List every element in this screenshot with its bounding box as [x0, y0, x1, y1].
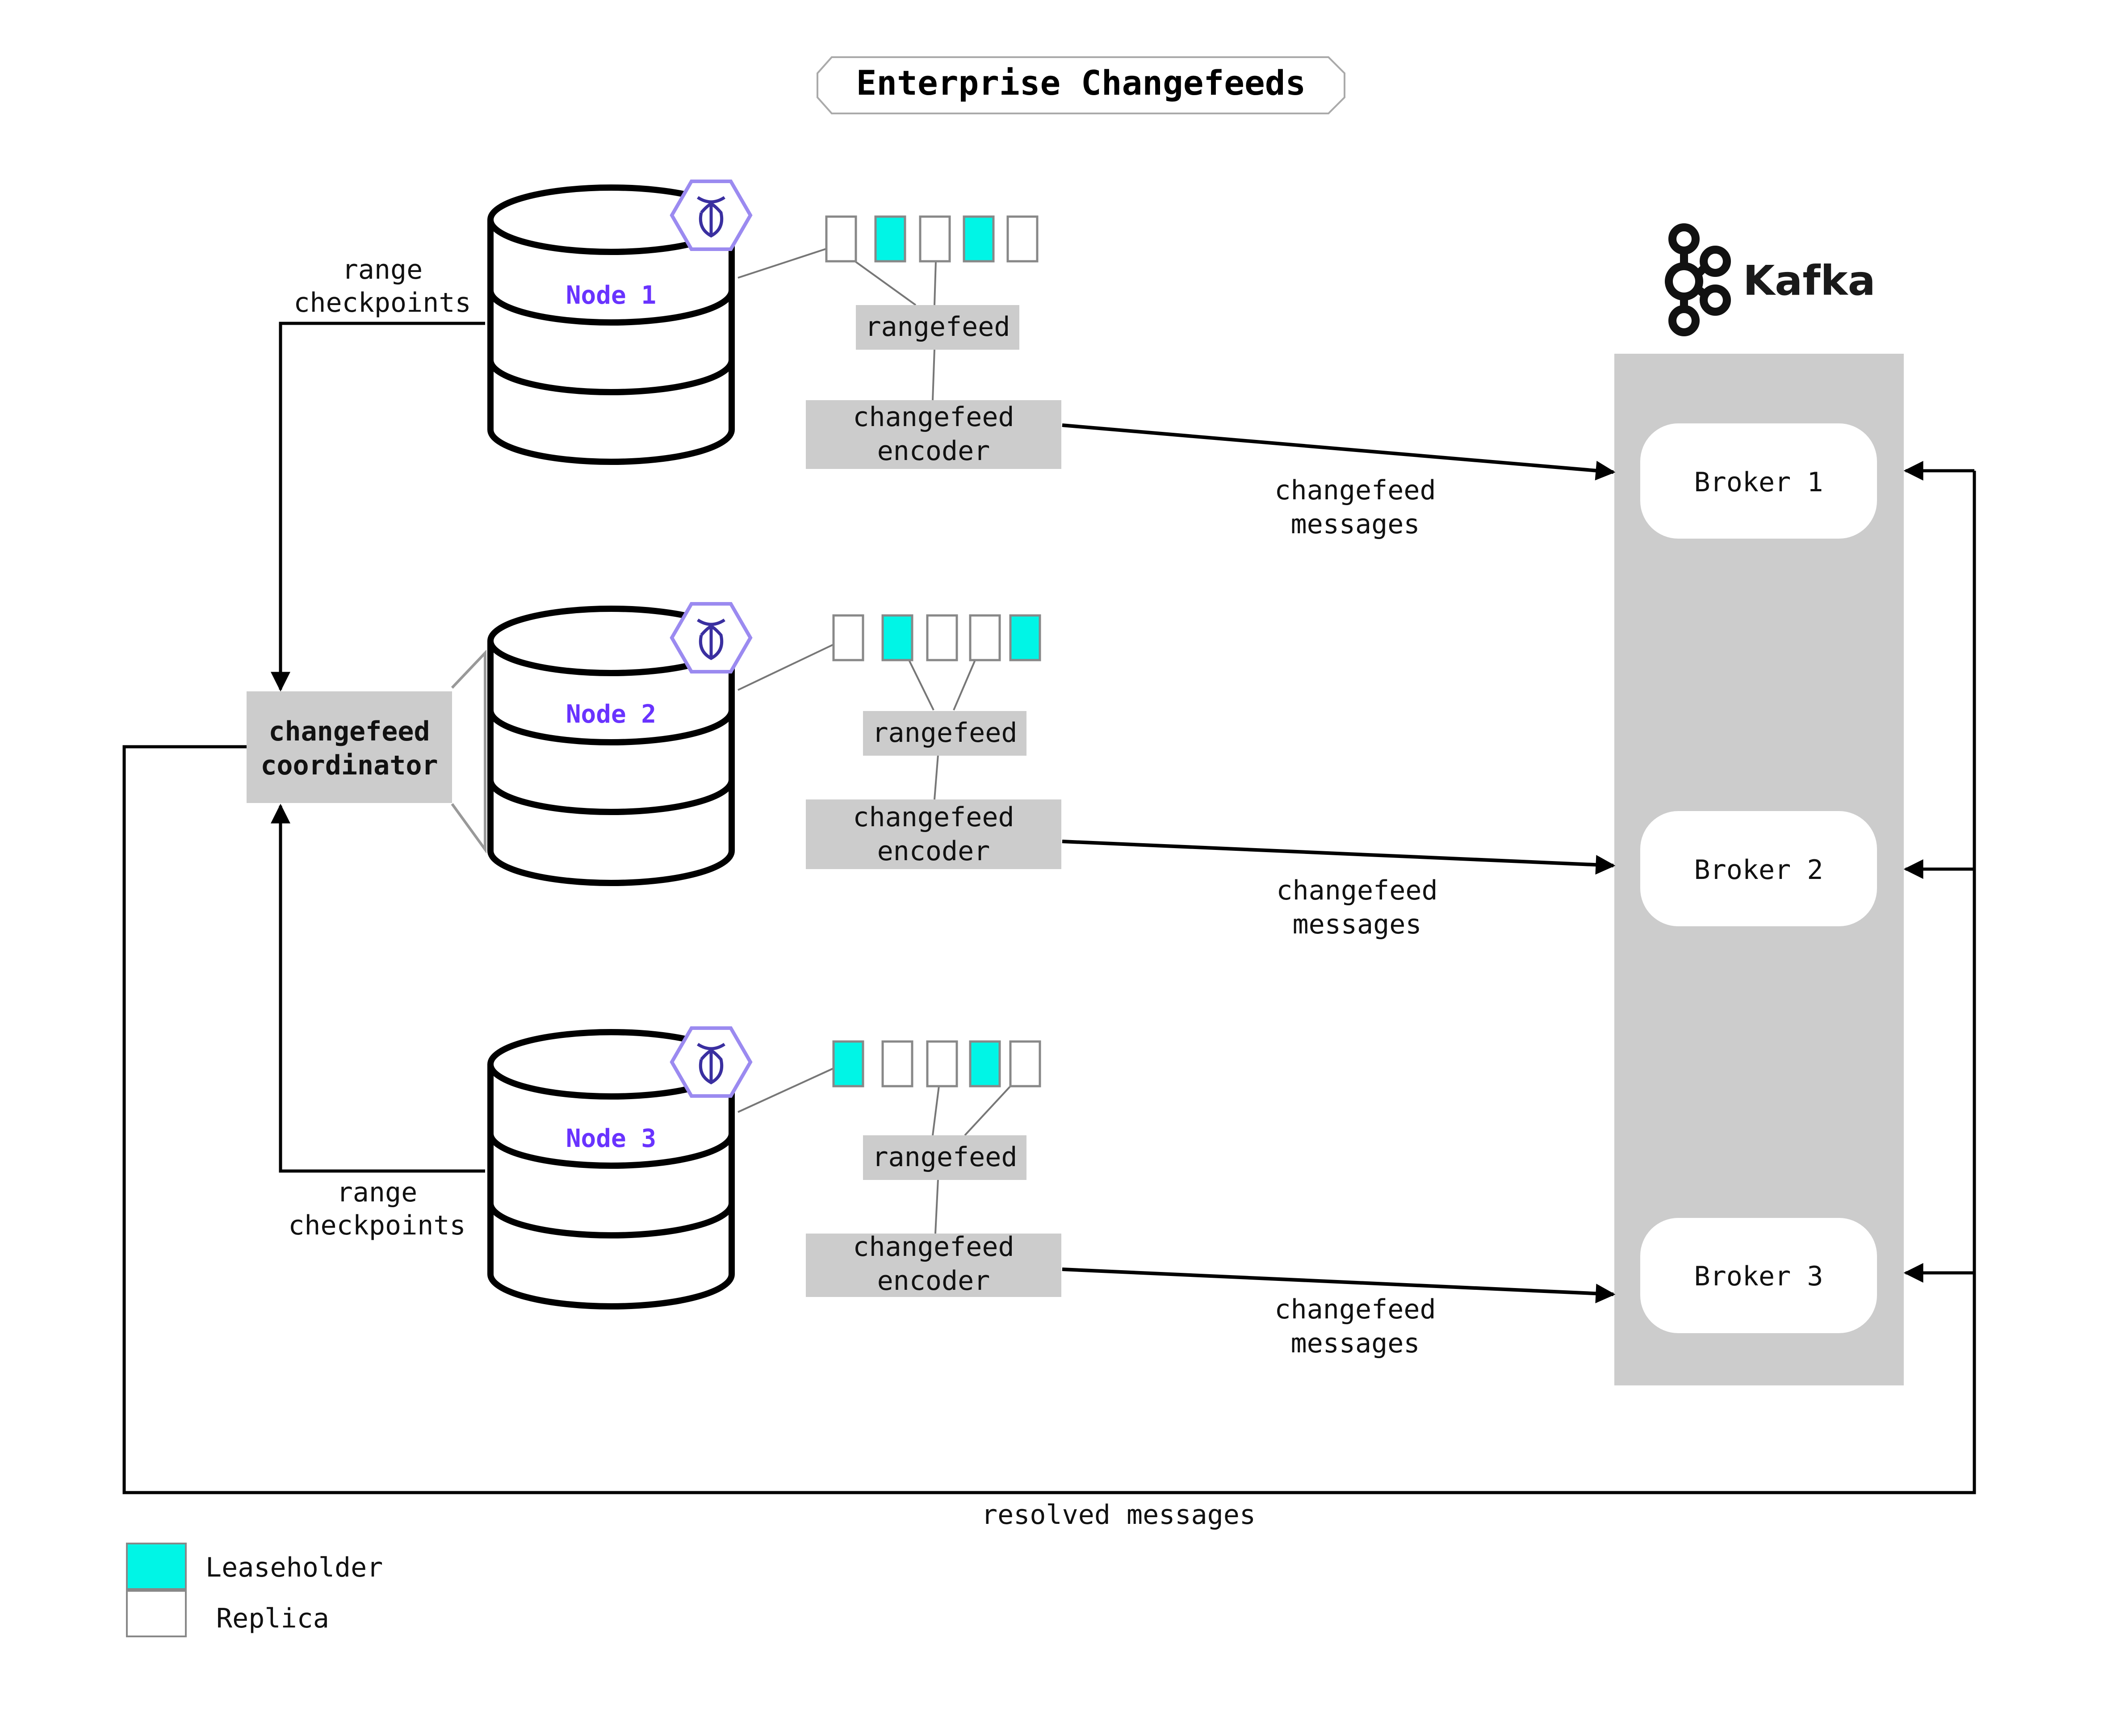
- legend-leaseholder-swatch: [126, 1543, 187, 1590]
- encoder-label-line2: encoder: [877, 836, 990, 867]
- broker-1[interactable]: Broker 1: [1640, 423, 1877, 539]
- broker-label: Broker 3: [1694, 1261, 1823, 1292]
- legend-leaseholder-label: Leaseholder: [205, 1552, 383, 1583]
- broker-2[interactable]: Broker 2: [1640, 811, 1877, 926]
- resolved-messages-loop: [122, 461, 1976, 1494]
- replica-range: [881, 1040, 913, 1088]
- node-2-database: Node 2: [487, 606, 735, 886]
- legend-replica-label: Replica: [216, 1603, 329, 1634]
- coordinator-trapezoid: [451, 649, 486, 854]
- legend: Leaseholder Replica: [126, 1543, 383, 1637]
- replica-range: [825, 215, 857, 263]
- rangefeed-label: rangefeed: [872, 1142, 1017, 1173]
- node-3-label: Node 3: [566, 1124, 656, 1153]
- node-3-database: Node 3: [487, 1029, 735, 1309]
- node-2-ranges: [832, 614, 1041, 661]
- checkpoints-top-line1: range: [342, 254, 423, 285]
- rangefeed-label: rangefeed: [872, 717, 1017, 749]
- encoder-label-line2: encoder: [877, 1265, 990, 1297]
- rangefeed-box: rangefeed: [856, 305, 1019, 350]
- messages-label-line1: changefeed: [1274, 1294, 1436, 1325]
- cockroach-hexagon-icon: [670, 602, 753, 673]
- messages-label-line1: changefeed: [1276, 875, 1437, 906]
- leaseholder-range: [1009, 614, 1041, 661]
- messages-label-line2: messages: [1291, 509, 1420, 540]
- resolved-messages-label: resolved messages: [981, 1499, 1256, 1531]
- replica-range: [832, 614, 864, 661]
- encoder-label-line2: encoder: [877, 435, 990, 467]
- node-3-ranges: [832, 1040, 1041, 1088]
- messages-label-line1: changefeed: [1274, 475, 1436, 506]
- changefeed-encoder-box: changefeed encoder: [806, 1231, 1061, 1297]
- node-1-label: Node 1: [566, 281, 656, 310]
- broker-label: Broker 1: [1694, 467, 1823, 498]
- message-arrows: [1062, 423, 1616, 1304]
- replica-range: [969, 614, 1001, 661]
- encoder-label-line1: changefeed: [853, 402, 1014, 433]
- replica-range: [919, 215, 951, 263]
- node-1-ranges: [825, 215, 1039, 263]
- checkpoint-arrows: [271, 322, 485, 1173]
- legend-replica-swatch: [126, 1590, 187, 1637]
- replica-range: [1009, 1040, 1041, 1088]
- messages-label-line2: messages: [1293, 909, 1422, 940]
- leaseholder-range: [881, 614, 913, 661]
- node-1-database: Node 1: [487, 184, 735, 465]
- coordinator-label-line2: coordinator: [260, 750, 438, 781]
- checkpoints-top-line2: checkpoints: [293, 287, 471, 318]
- node-2-label: Node 2: [566, 700, 656, 729]
- checkpoints-bottom-line1: range: [337, 1177, 418, 1208]
- page-title: Enterprise Changefeeds: [856, 63, 1306, 103]
- kafka-title: Kafka: [1743, 257, 1876, 305]
- changefeed-coordinator-box[interactable]: changefeed coordinator: [247, 691, 452, 803]
- replica-range: [1006, 215, 1039, 263]
- checkpoint-arrow-bottom: [271, 803, 485, 1173]
- rangefeed-box: rangefeed: [863, 711, 1026, 756]
- changefeed-encoder-box: changefeed encoder: [806, 400, 1061, 469]
- rangefeed-box: rangefeed: [863, 1135, 1026, 1180]
- checkpoints-bottom-line2: checkpoints: [288, 1210, 465, 1241]
- messages-label-line2: messages: [1291, 1328, 1420, 1359]
- node-range-connectors: [737, 248, 1011, 1234]
- leaseholder-range: [963, 215, 995, 263]
- kafka-logo-icon: [1665, 223, 1731, 336]
- broker-3[interactable]: Broker 3: [1640, 1218, 1877, 1333]
- encoder-to-broker-3-arrow: [1062, 1267, 1616, 1304]
- leaseholder-range: [874, 215, 906, 263]
- rangefeed-label: rangefeed: [865, 311, 1010, 343]
- coordinator-label-line1: changefeed: [268, 716, 430, 747]
- leaseholder-range: [832, 1040, 864, 1088]
- replica-range: [926, 614, 958, 661]
- changefeed-encoder-box: changefeed encoder: [806, 799, 1061, 869]
- encoder-label-line1: changefeed: [853, 1231, 1014, 1263]
- encoder-label-line1: changefeed: [853, 802, 1014, 833]
- encoder-to-broker-1-arrow: [1062, 423, 1616, 481]
- replica-range: [926, 1040, 958, 1088]
- cockroach-hexagon-icon: [670, 180, 753, 251]
- broker-label: Broker 2: [1694, 854, 1823, 886]
- checkpoint-arrow-top: [271, 322, 485, 692]
- cockroach-hexagon-icon: [670, 1026, 753, 1098]
- title-box: Enterprise Changefeeds: [817, 56, 1345, 114]
- leaseholder-range: [969, 1040, 1001, 1088]
- encoder-to-broker-2-arrow: [1062, 840, 1616, 875]
